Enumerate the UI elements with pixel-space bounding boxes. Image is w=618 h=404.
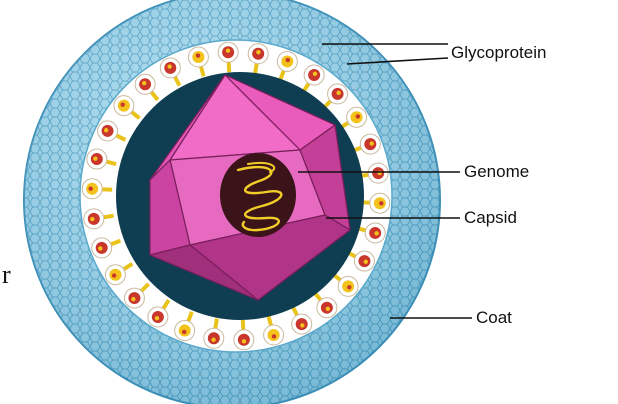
coat-label: Coat	[476, 309, 512, 326]
genome-label: Genome	[464, 163, 529, 180]
cropped-edge-text: r	[2, 262, 11, 288]
glycoprotein-label: Glycoprotein	[451, 44, 546, 61]
capsid-label: Capsid	[464, 209, 517, 226]
genome	[220, 153, 296, 237]
